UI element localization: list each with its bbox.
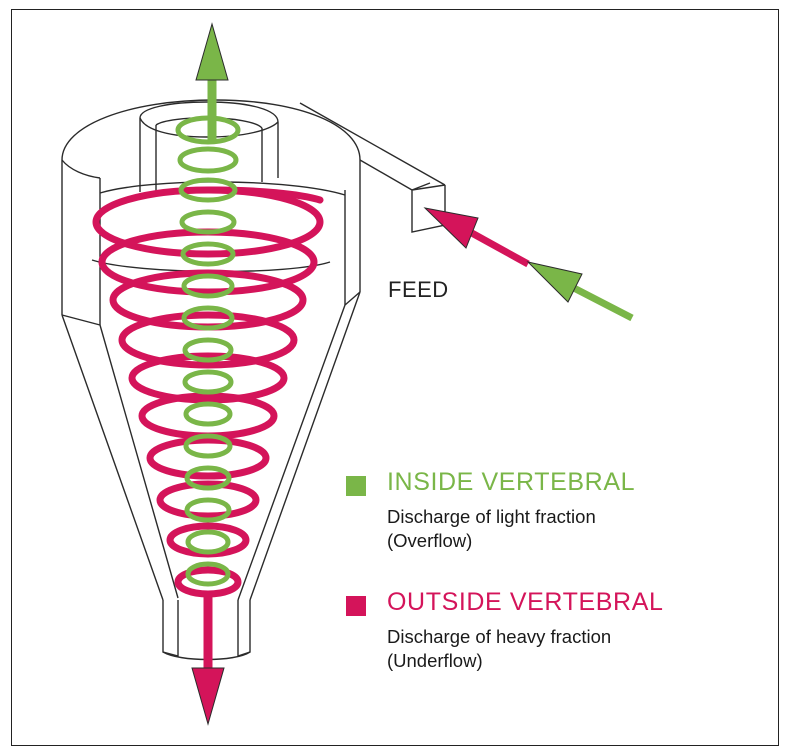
cylinder-cut-left bbox=[62, 160, 100, 325]
inner-spiral-loop bbox=[185, 372, 231, 392]
legend-desc-outside-line1: Discharge of heavy fraction bbox=[387, 625, 611, 649]
inner-spiral-loop bbox=[188, 532, 228, 552]
legend-desc-inside-line1: Discharge of light fraction bbox=[387, 505, 596, 529]
legend-swatch-red bbox=[346, 596, 366, 616]
feed-arrow-green bbox=[528, 262, 632, 318]
legend-swatch-green bbox=[346, 476, 366, 496]
overflow-arrow bbox=[196, 24, 228, 140]
feed-inlet-pipe bbox=[300, 103, 445, 232]
feed-label: FEED bbox=[388, 277, 449, 303]
underflow-arrow bbox=[192, 592, 224, 724]
inner-spiral-loop bbox=[186, 404, 230, 424]
inner-spiral-loop bbox=[180, 149, 236, 171]
cylinder-right-wall bbox=[345, 160, 360, 305]
feed-arrow-red bbox=[425, 208, 528, 264]
legend-title-inside: INSIDE VERTEBRAL bbox=[387, 468, 635, 497]
outer-spiral-loop bbox=[113, 273, 303, 327]
legend-desc-inside-line2: (Overflow) bbox=[387, 529, 472, 553]
legend-desc-outside-line2: (Underflow) bbox=[387, 649, 483, 673]
legend-title-outside: OUTSIDE VERTEBRAL bbox=[387, 588, 663, 617]
cyclone-body bbox=[62, 100, 445, 660]
